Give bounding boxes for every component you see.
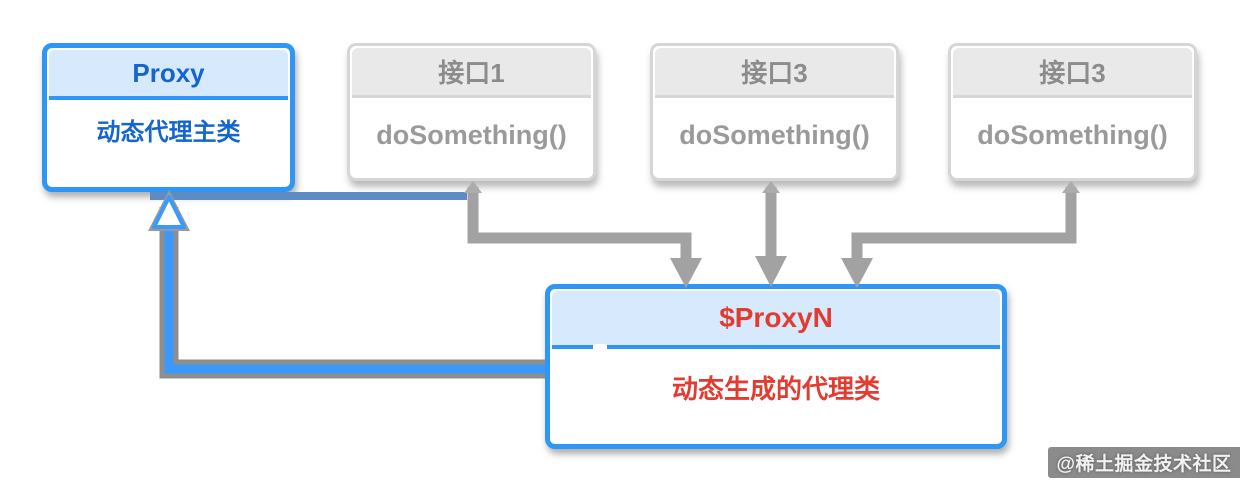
node-body-text: 动态生成的代理类 [671, 374, 880, 404]
node-body-interface-2: doSomething() [653, 98, 896, 178]
edge-interface3-proxyn [851, 187, 1077, 262]
node-title: $ProxyN [719, 302, 833, 333]
node-body-text: doSomething() [376, 119, 567, 150]
divider-notch-artifact [593, 344, 607, 353]
watermark-text: @稀土掘金技术社区 [1056, 454, 1232, 475]
node-header-interface-3: 接口3 [953, 48, 1192, 98]
node-title: 接口1 [438, 58, 505, 88]
edge-interface1-up-tick [464, 181, 482, 193]
node-body-interface-1: doSomething() [350, 98, 593, 178]
node-body-proxy: 动态代理主类 [47, 100, 290, 187]
node-title: 接口3 [741, 58, 808, 88]
edge-interface1-proxyn [467, 187, 692, 262]
interface-node-1: 接口1 doSomething() [347, 43, 596, 181]
watermark-badge: @稀土掘金技术社区 [1048, 447, 1240, 478]
node-header-interface-1: 接口1 [352, 48, 591, 98]
edge-proxyn-proxy [164, 207, 545, 374]
extends-arrowhead-icon [152, 195, 186, 229]
interface-node-2: 接口3 doSomething() [650, 43, 899, 181]
node-body-proxyn: 动态生成的代理类 [550, 349, 1002, 444]
class-node-proxyn: $ProxyN 动态生成的代理类 [545, 284, 1007, 449]
node-body-interface-3: doSomething() [951, 98, 1194, 178]
edge-interface2-arrowhead-icon [755, 256, 787, 287]
edge-proxyn-proxy-outline [159, 207, 545, 379]
interface-node-3: 接口3 doSomething() [948, 43, 1197, 181]
node-header-interface-2: 接口3 [655, 48, 894, 98]
node-title: 接口3 [1039, 58, 1106, 88]
edge-interface3-up-tick [1062, 181, 1080, 193]
node-body-text: doSomething() [679, 119, 870, 150]
node-body-text: 动态代理主类 [96, 119, 241, 146]
node-title: Proxy [132, 57, 205, 88]
edge-interface2-up-tick [762, 181, 780, 193]
class-node-proxy: Proxy 动态代理主类 [42, 43, 295, 192]
node-header-proxyn: $ProxyN [552, 291, 1000, 349]
node-header-proxy: Proxy [49, 50, 288, 100]
extends-arrowhead-shadow [148, 190, 190, 231]
node-body-text: doSomething() [977, 119, 1168, 150]
